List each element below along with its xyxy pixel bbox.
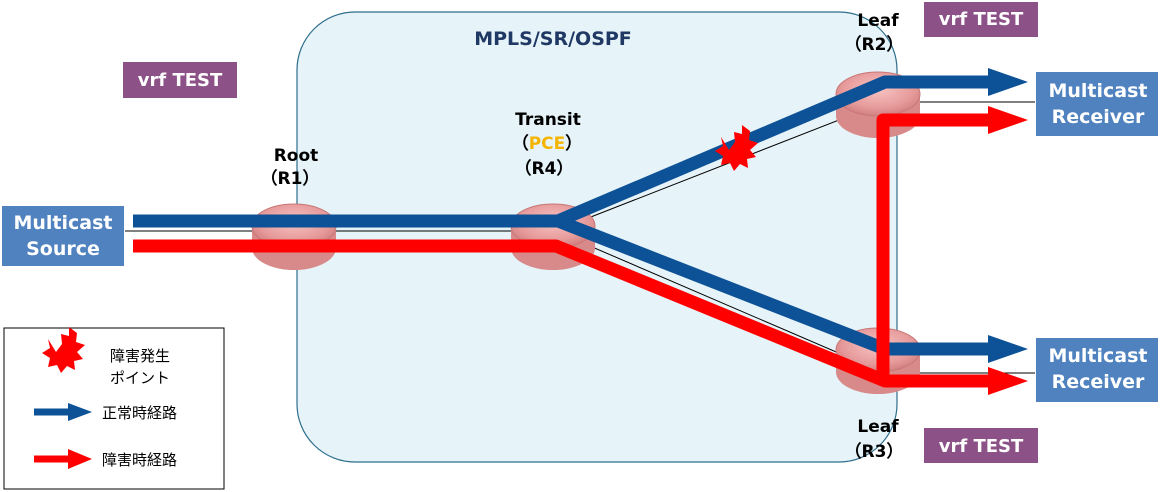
normal-arrowhead-bottom <box>988 335 1028 363</box>
legend: 障害発生 ポイント 正常時経路 障害時経路 <box>3 327 225 490</box>
pce-label: PCE <box>529 134 566 154</box>
svg-text:Receiver: Receiver <box>1052 371 1145 393</box>
legend-normal-arrow-icon <box>68 403 92 421</box>
failure-path <box>133 113 990 388</box>
svg-text:Source: Source <box>26 238 100 260</box>
legend-failure-arrow-icon <box>68 449 92 469</box>
svg-text:Multicast: Multicast <box>1048 345 1147 367</box>
svg-text:vrf TEST: vrf TEST <box>939 436 1024 457</box>
legend-failure-line1: 障害発生 <box>110 347 170 365</box>
legend-normal-label: 正常時経路 <box>102 404 177 422</box>
pce-close: ） <box>565 133 582 154</box>
svg-text:vrf TEST: vrf TEST <box>939 9 1024 30</box>
router-r4-name: Transit <box>515 110 581 130</box>
multicast-receiver-bottom: Multicast Receiver <box>1036 338 1158 402</box>
router-r1-id: （R1） <box>261 168 320 189</box>
legend-failure-path-label: 障害時経路 <box>102 451 177 469</box>
router-r4-pce: （PCE） <box>512 133 583 154</box>
failure-point-icon <box>715 125 758 171</box>
vrf-label-bottom-right: vrf TEST <box>924 428 1038 463</box>
svg-text:Multicast: Multicast <box>13 212 112 234</box>
router-r2-id: （R2） <box>845 34 904 55</box>
domain-title: MPLS/SR/OSPF <box>474 28 632 50</box>
svg-text:vrf TEST: vrf TEST <box>138 70 223 91</box>
failure-arrowhead-bottom <box>988 367 1028 395</box>
multicast-source: Multicast Source <box>2 206 124 266</box>
router-r1 <box>251 203 337 270</box>
multicast-receiver-top: Multicast Receiver <box>1036 72 1158 136</box>
svg-text:Multicast: Multicast <box>1048 80 1147 102</box>
legend-failure-line2: ポイント <box>110 369 170 387</box>
legend-failure-icon <box>42 327 85 373</box>
router-r3-name: Leaf <box>857 417 899 437</box>
router-r2-name: Leaf <box>857 11 899 31</box>
router-r1-name: Root <box>274 146 319 166</box>
svg-text:Receiver: Receiver <box>1052 106 1145 128</box>
failure-arrowhead-top <box>988 106 1028 134</box>
router-r3-id: （R3） <box>845 441 904 462</box>
normal-arrowhead-top <box>988 68 1028 96</box>
pce-open: （ <box>512 133 529 154</box>
vrf-label-left: vrf TEST <box>123 62 237 98</box>
router-r4-id: （R4） <box>515 158 574 179</box>
vrf-label-top-right: vrf TEST <box>924 2 1038 37</box>
